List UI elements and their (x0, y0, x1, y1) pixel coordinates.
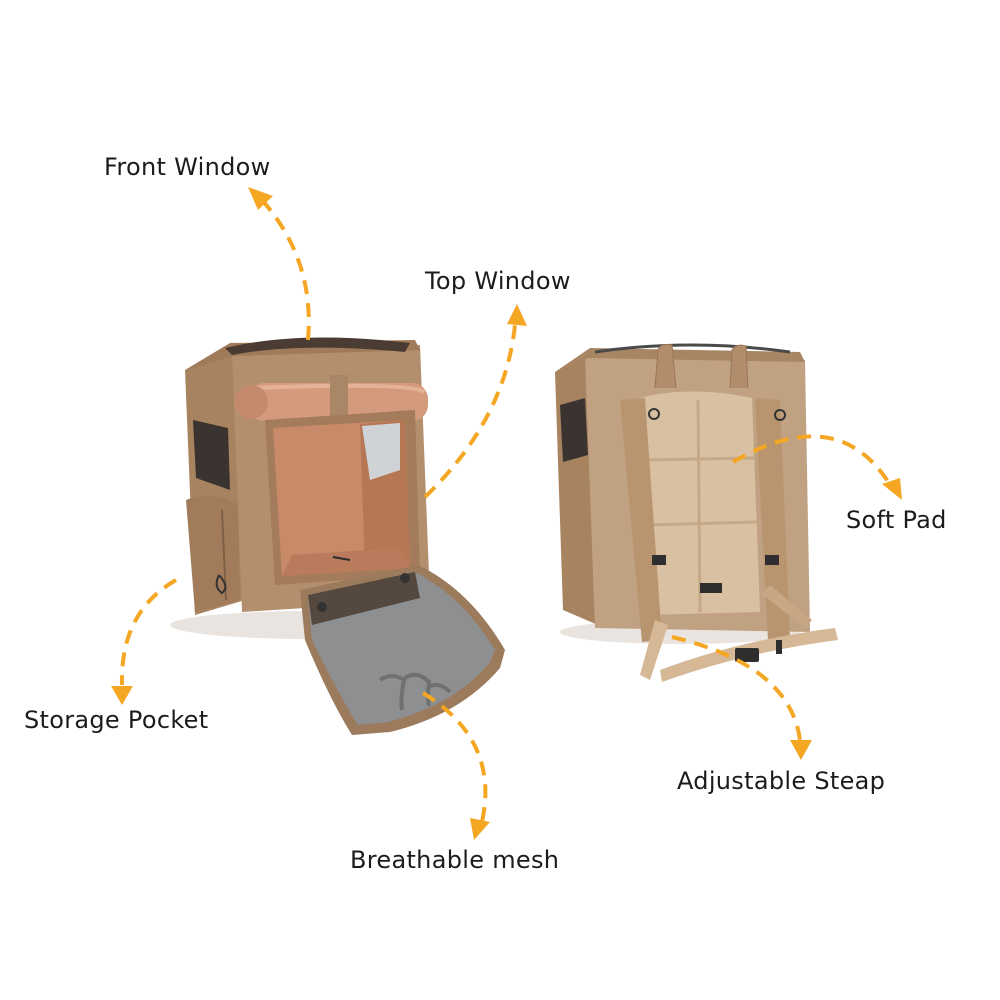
arrow-front-window (260, 198, 311, 341)
label-breathable-mesh: Breathable mesh (350, 846, 560, 874)
callout-arrows (119, 198, 894, 823)
arrowhead-soft-pad (882, 478, 902, 500)
label-top-window: Top Window (425, 267, 571, 295)
label-storage-pocket: Storage Pocket (24, 706, 209, 734)
arrowhead-top-window (507, 304, 527, 326)
arrowhead-front-window (248, 187, 273, 210)
arrow-soft-pad (731, 434, 894, 490)
arrowhead-breathable-mesh (470, 818, 490, 840)
label-adjustable-strap: Adjustable Steap (677, 767, 886, 795)
arrowhead-storage-pocket (111, 686, 133, 705)
arrow-adjustable-strap (671, 635, 802, 741)
arrowhead-adjustable-strap (790, 740, 812, 760)
label-soft-pad: Soft Pad (846, 506, 947, 534)
label-front-window: Front Window (104, 153, 271, 181)
front-open-carrier (170, 337, 505, 735)
arrow-breathable-mesh (421, 691, 488, 823)
arrow-top-window (423, 324, 517, 499)
back-strap-carrier (555, 343, 838, 682)
arrow-storage-pocket (119, 578, 177, 686)
arrow-heads (111, 187, 902, 840)
